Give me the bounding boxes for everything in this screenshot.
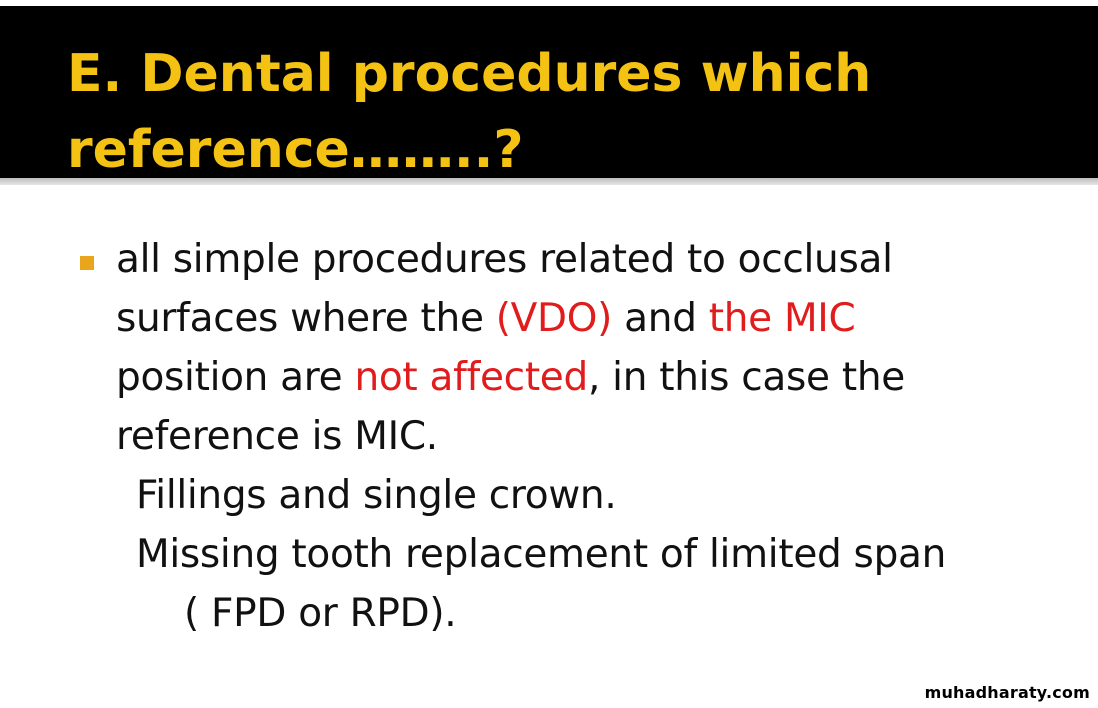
slide-title: E. Dental procedures which reference……..… — [67, 44, 872, 180]
sub-item-missing-tooth: Missing tooth replacement of limited spa… — [136, 532, 947, 577]
highlight-mic: the MIC — [708, 296, 856, 341]
bullet-text-2: and — [612, 296, 709, 341]
sub-item-fpd-rpd: ( FPD or RPD). — [184, 591, 457, 636]
bullet-text-3: position are — [116, 355, 355, 400]
bullet-text-1: all simple procedures related to occlusa… — [116, 237, 893, 341]
title-bar: E. Dental procedures which reference……..… — [0, 6, 1098, 180]
highlight-vdo: (VDO) — [495, 296, 613, 341]
bullet-paragraph: all simple procedures related to occlusa… — [0, 230, 1016, 466]
slide-content: all simple procedures related to occlusa… — [0, 230, 1098, 643]
title-divider — [0, 178, 1098, 185]
highlight-not-affected: not affected — [354, 355, 588, 400]
top-strip — [0, 0, 1098, 6]
bullet-text-4: , in this case the reference is MIC. — [116, 355, 905, 459]
sub-item-fillings: Fillings and single crown. — [136, 473, 617, 518]
bullet-marker-icon — [80, 256, 94, 270]
watermark: muhadharaty.com — [924, 683, 1090, 702]
